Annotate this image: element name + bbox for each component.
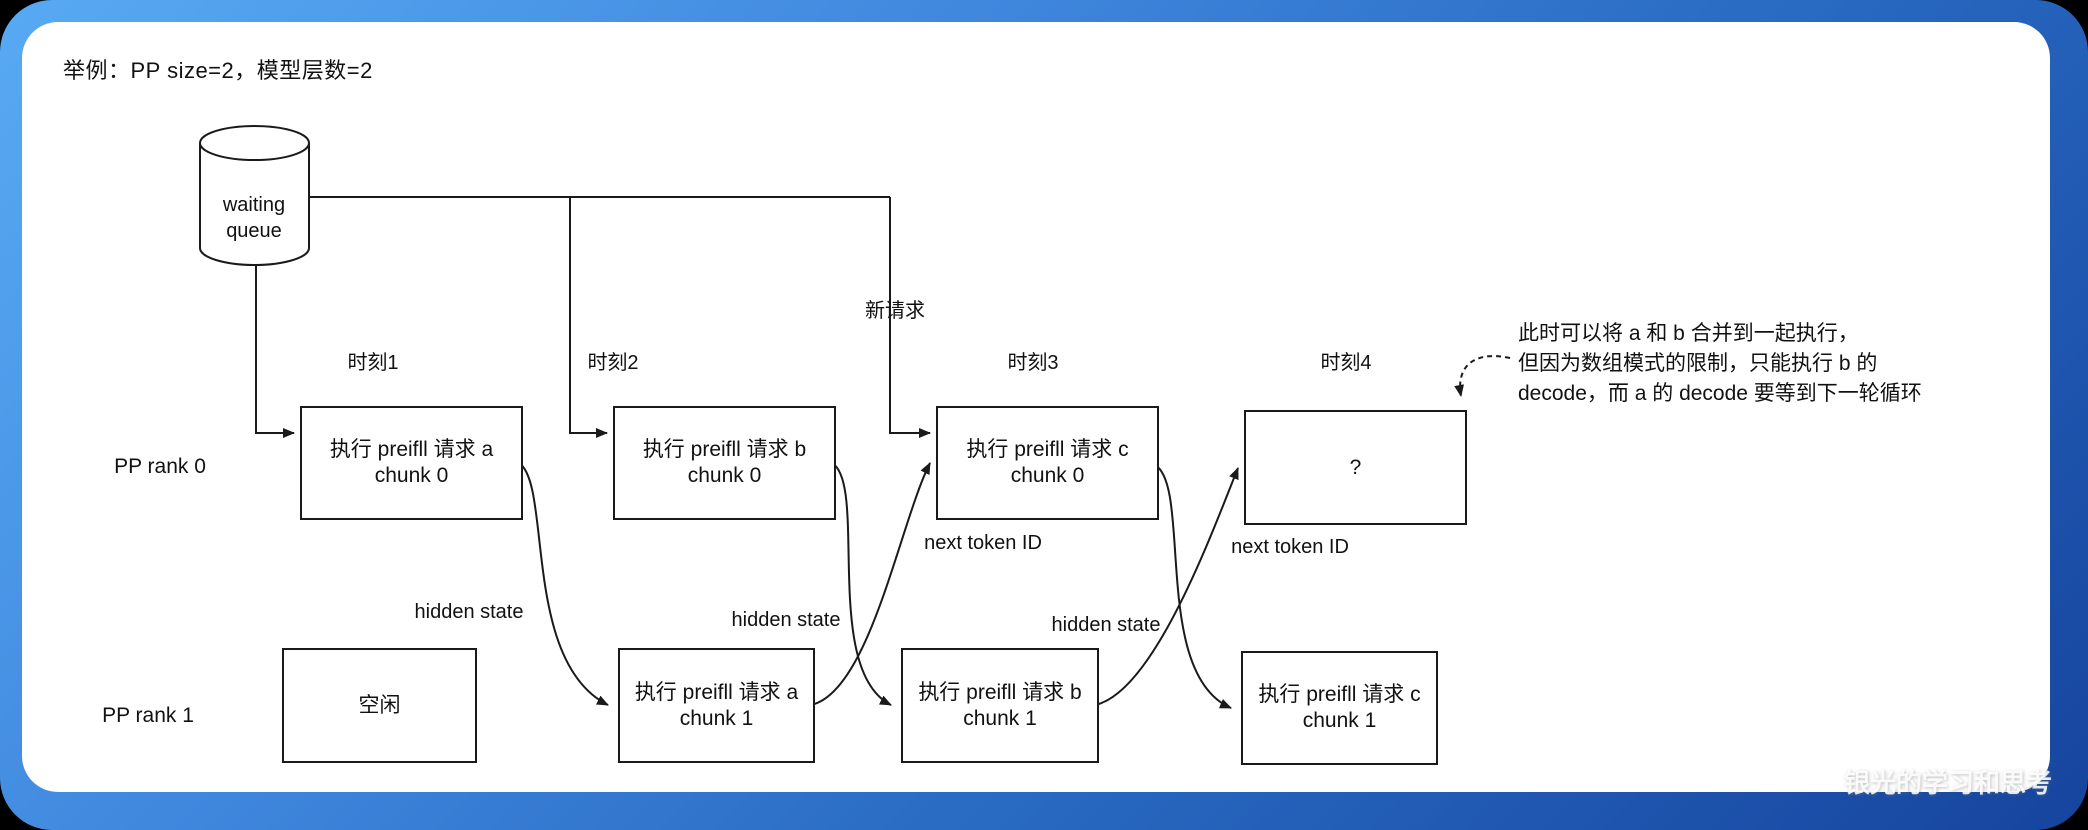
waiting-queue-label-line2: queue — [226, 220, 282, 242]
box-text-line1: 执行 preifll 请求 b — [642, 438, 807, 461]
hidden-state-curve-b — [831, 462, 892, 706]
hidden-state-label-2: hidden state — [731, 609, 841, 631]
box-rank0-request-b-chunk0: 执行 preifll 请求 b chunk 0 — [613, 406, 836, 520]
hidden-state-label-3: hidden state — [1051, 614, 1161, 636]
box-rank0-request-a-chunk0: 执行 preifll 请求 a chunk 0 — [300, 406, 523, 520]
waiting-queue-label-line1: waiting — [222, 194, 286, 216]
box-rank1-request-b-chunk1: 执行 preifll 请求 b chunk 1 — [901, 648, 1099, 763]
box-rank1-idle: 空闲 — [282, 648, 477, 763]
box-rank0-unknown: ? — [1244, 410, 1467, 525]
box-text-line1: 执行 preifll 请求 a — [634, 680, 799, 704]
pp-rank-1-label: PP rank 1 — [102, 704, 194, 727]
box-text-line2: chunk 0 — [687, 464, 762, 487]
box-text-line2: chunk 1 — [1302, 709, 1377, 732]
arrow-new-request-to-box-c-chunk0 — [889, 197, 931, 438]
waiting-queue-cylinder-top — [199, 125, 310, 161]
new-request-label: 新请求 — [865, 300, 925, 322]
next-token-id-label-2: next token ID — [1231, 536, 1349, 558]
box-rank1-request-c-chunk1: 执行 preifll 请求 c chunk 1 — [1241, 651, 1438, 765]
box-text-line1: 空闲 — [358, 693, 401, 717]
next-token-curve-2 — [1094, 467, 1239, 706]
box-text-line2: chunk 1 — [963, 706, 1037, 730]
box-rank1-request-a-chunk1: 执行 preifll 请求 a chunk 1 — [618, 648, 815, 763]
box-text-line2: chunk 1 — [679, 706, 754, 730]
box-rank0-request-c-chunk0: 执行 preifll 请求 c chunk 0 — [936, 406, 1159, 520]
box-text-line1: 执行 preifll 请求 a — [329, 438, 494, 461]
annotation-note: 此时可以将 a 和 b 合并到一起执行， 但因为数组模式的限制，只能执行 b 的… — [1518, 319, 1922, 409]
annotation-line-1: 此时可以将 a 和 b 合并到一起执行， — [1518, 322, 1859, 345]
pp-rank-0-label: PP rank 0 — [114, 455, 206, 478]
hidden-state-curve-c — [1154, 464, 1232, 709]
annotation-dashed-arrow — [1454, 355, 1511, 397]
box-text-line2: chunk 0 — [1010, 464, 1085, 487]
waiting-queue-cylinder — [199, 143, 310, 266]
moment-4-label: 时刻4 — [1320, 352, 1372, 374]
box-text-line1: 执行 preifll 请求 b — [918, 680, 1082, 704]
box-text-line1: 执行 preifll 请求 c — [1258, 683, 1421, 706]
moment-2-label: 时刻2 — [587, 352, 639, 374]
page-title: 举例：PP size=2，模型层数=2 — [63, 58, 373, 83]
box-text-line2: chunk 0 — [374, 464, 449, 487]
diagram-canvas: 举例：PP size=2，模型层数=2 waiting queue 时刻1 时刻… — [22, 22, 2050, 792]
box-text-line1: ? — [1349, 455, 1362, 479]
diagram-connectors — [199, 125, 1511, 709]
next-token-id-label-1: next token ID — [924, 532, 1042, 554]
hidden-state-curve-a — [518, 462, 609, 706]
arrow-queue-to-box-a-chunk0 — [255, 265, 295, 438]
hidden-state-label-1: hidden state — [414, 601, 524, 623]
moment-1-label: 时刻1 — [347, 352, 399, 374]
annotation-line-2: 但因为数组模式的限制，只能执行 b 的 — [1518, 352, 1878, 375]
box-text-line1: 执行 preifll 请求 c — [966, 438, 1129, 461]
arrow-to-box-b-chunk0 — [569, 197, 608, 438]
moment-3-label: 时刻3 — [1007, 352, 1059, 374]
annotation-line-3: decode，而 a 的 decode 要等到下一轮循环 — [1518, 382, 1922, 405]
watermark: 银光的学习和思考 — [1843, 768, 2052, 798]
next-token-curve-1 — [810, 462, 931, 706]
